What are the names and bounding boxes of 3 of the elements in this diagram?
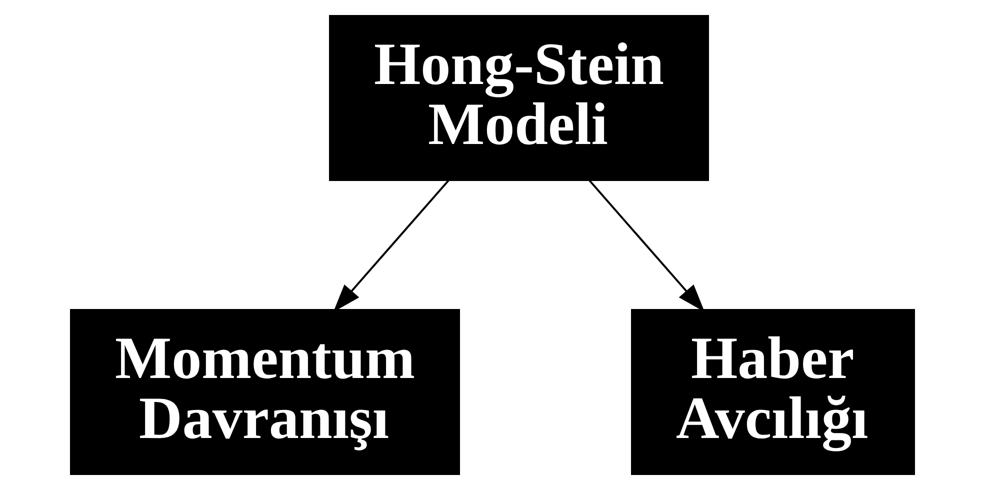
node-box: Momentum Davranışı [70,309,460,475]
node-box: Hong-Stein Modeli [328,15,708,181]
node-box: Haber Avcılığı [630,309,914,475]
